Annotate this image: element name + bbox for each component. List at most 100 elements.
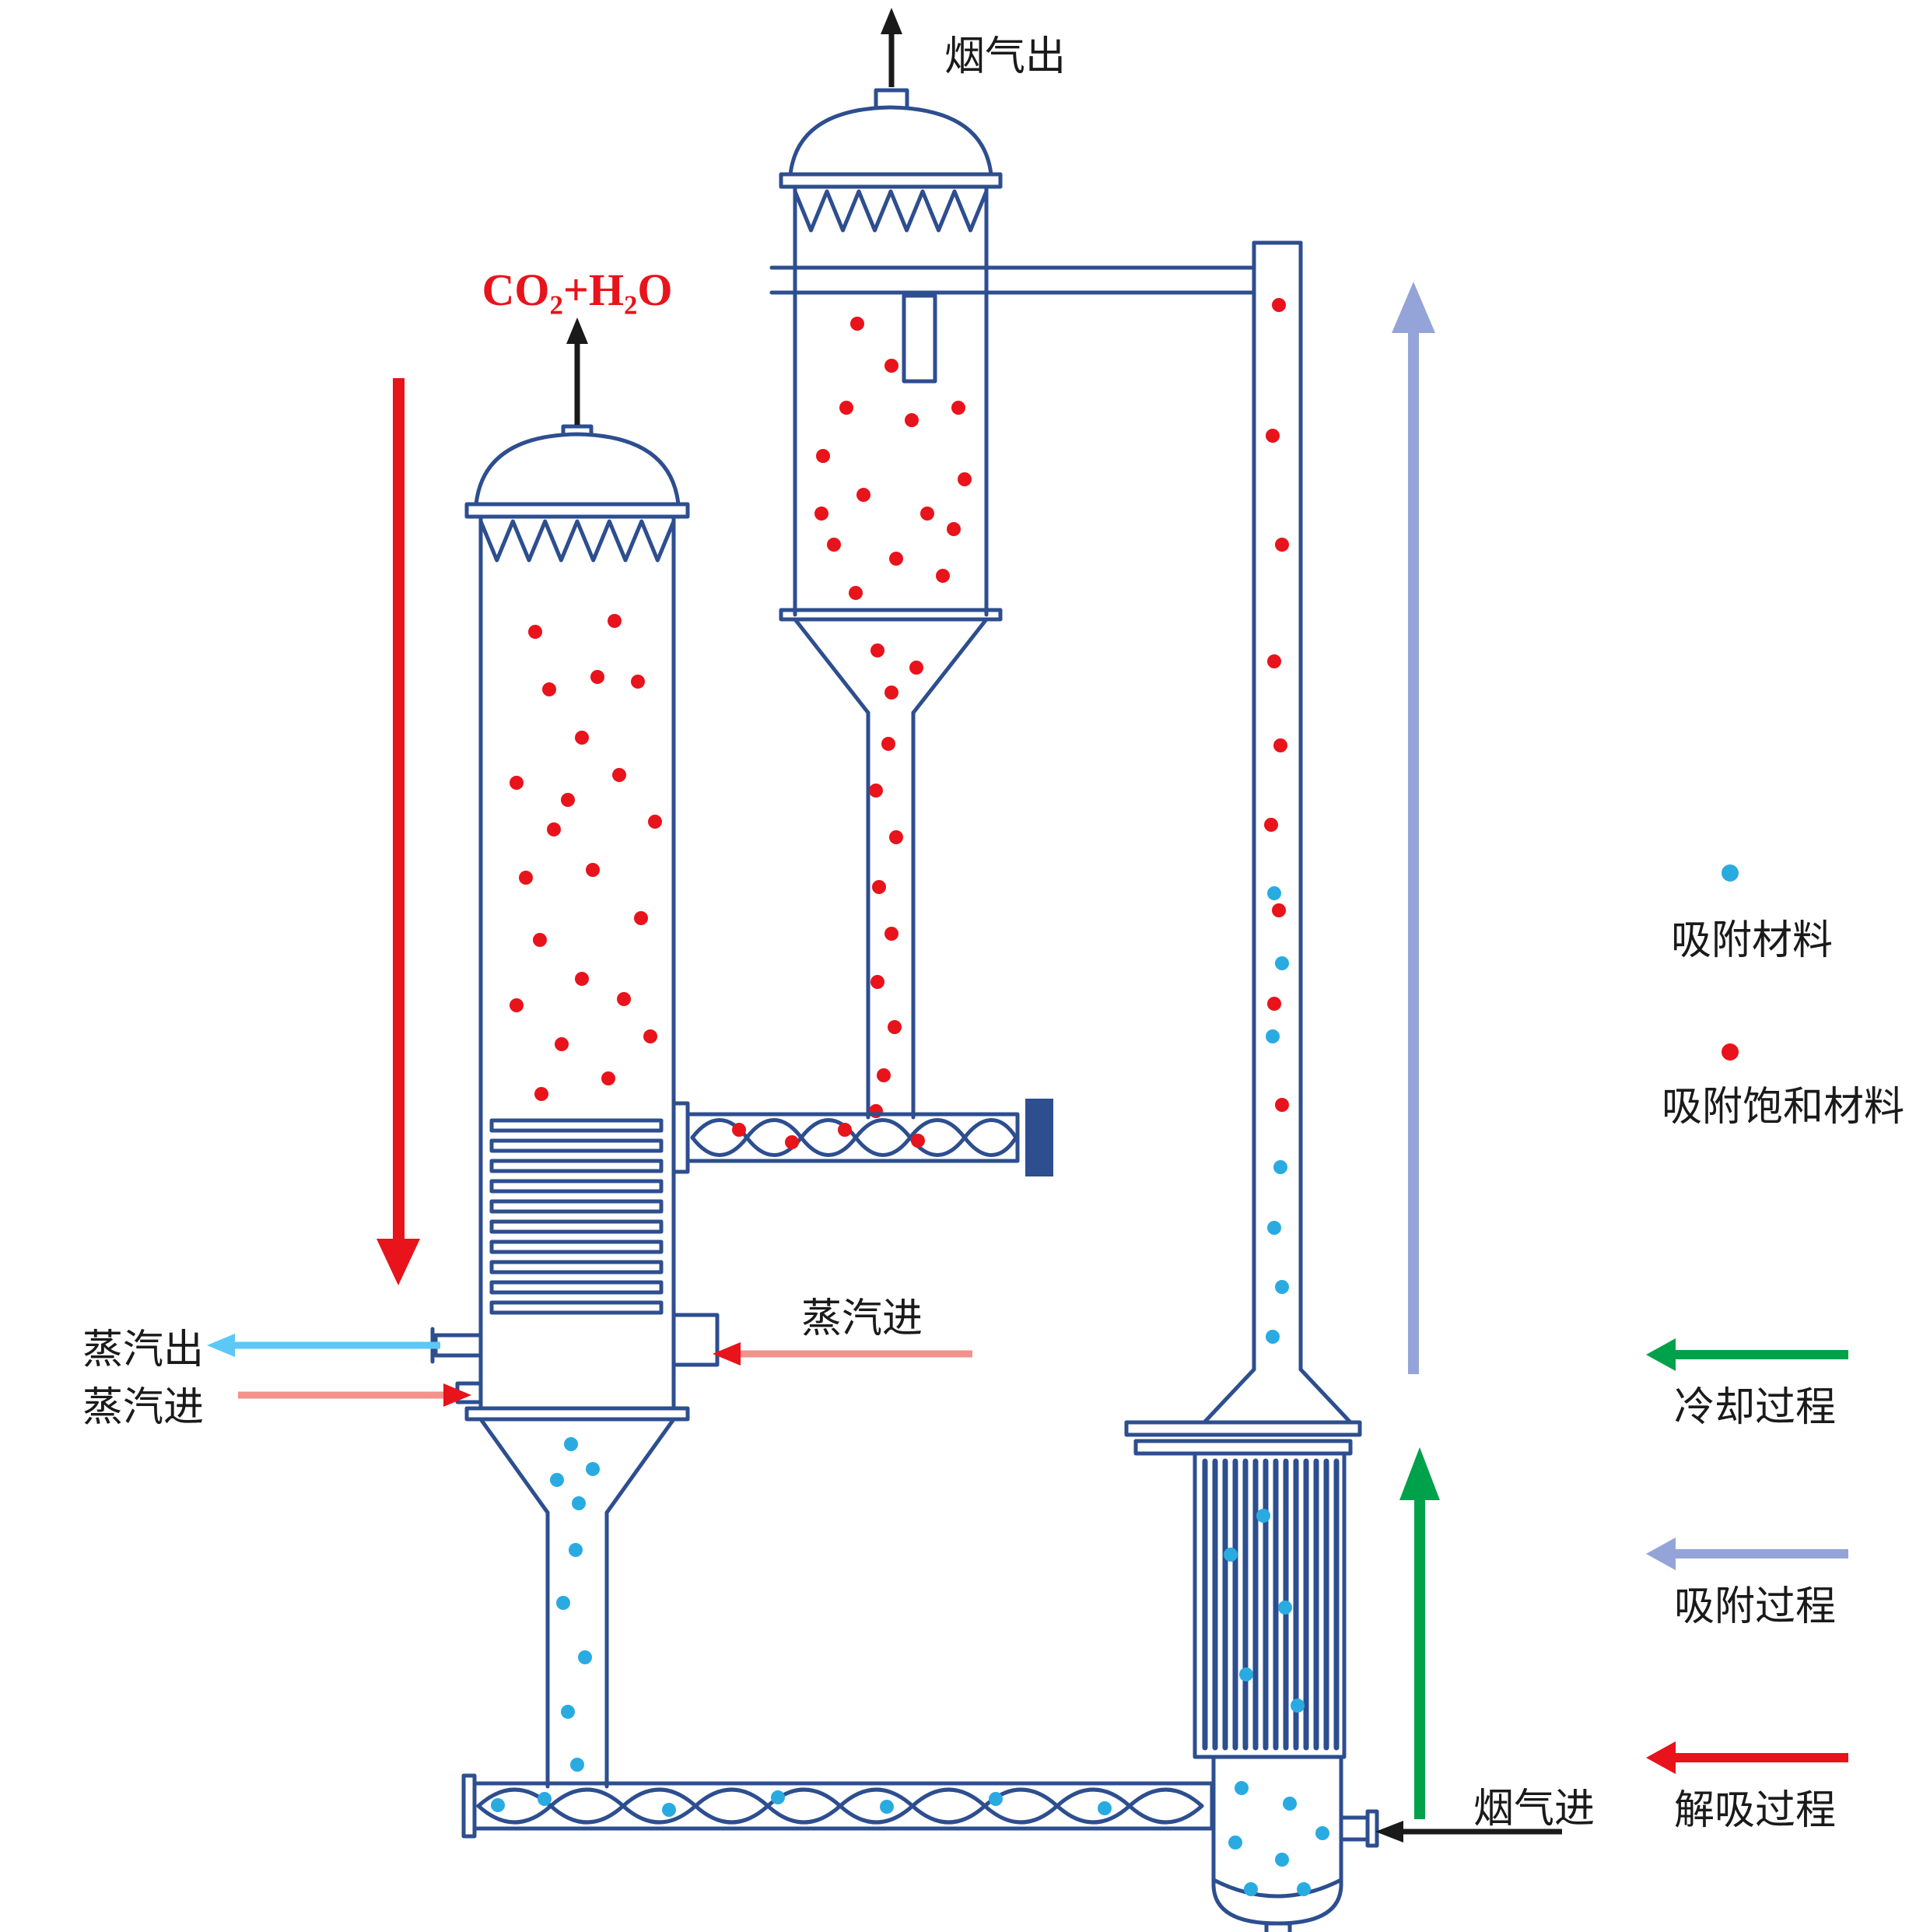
material-dot bbox=[1722, 864, 1739, 882]
material-dot bbox=[612, 768, 626, 782]
feed-vessel-seam bbox=[1211, 1878, 1343, 1899]
material-dot bbox=[643, 1029, 657, 1043]
material-dot bbox=[1228, 1836, 1242, 1850]
material-dot bbox=[838, 1123, 852, 1137]
material-dot bbox=[872, 880, 886, 894]
desorber-heater-plates bbox=[489, 1118, 664, 1315]
material-dot bbox=[869, 784, 883, 798]
material-dot bbox=[542, 682, 556, 696]
legend-label-adsorption: 吸附过程 bbox=[1674, 1584, 1836, 1629]
conveyor-bottom-dots bbox=[491, 1790, 1112, 1817]
riser-adsorbent-dots bbox=[1266, 886, 1289, 1344]
material-dot bbox=[785, 1135, 799, 1149]
separator-column bbox=[779, 88, 1003, 1120]
steam-out-arrow bbox=[207, 1334, 440, 1357]
material-dot bbox=[732, 1123, 746, 1137]
label-flue-gas-in: 烟气进 bbox=[1473, 1786, 1595, 1832]
conveyor-top-screw-b bbox=[690, 1118, 1018, 1157]
desorber-distributor-zigzag bbox=[478, 519, 676, 563]
material-dot bbox=[889, 830, 903, 844]
material-dot bbox=[880, 1800, 894, 1814]
material-dot bbox=[816, 449, 830, 463]
material-dot bbox=[510, 776, 524, 790]
material-dot bbox=[601, 1071, 615, 1085]
separator-cone bbox=[793, 617, 989, 715]
desorption-direction-arrow bbox=[377, 378, 420, 1285]
material-dot bbox=[662, 1803, 676, 1817]
material-dot bbox=[569, 1543, 583, 1557]
desorber-bottom-flange bbox=[464, 1406, 690, 1422]
material-dot bbox=[631, 675, 645, 689]
material-dot bbox=[1291, 1699, 1305, 1713]
screw-conveyor-top bbox=[671, 1099, 1053, 1176]
desorber-regenerated-dots bbox=[550, 1437, 600, 1772]
feed-vessel-drain bbox=[1264, 1921, 1292, 1932]
material-dot bbox=[839, 401, 853, 415]
material-dot bbox=[533, 933, 547, 947]
separator-flange bbox=[779, 172, 1003, 189]
label-steam-out: 蒸汽出 bbox=[82, 1327, 204, 1373]
material-dot bbox=[586, 863, 600, 877]
material-dot bbox=[989, 1792, 1003, 1806]
steam-in-mid-arrow bbox=[713, 1342, 972, 1366]
conveyor-top-left-flange bbox=[671, 1101, 690, 1174]
material-dot bbox=[586, 1462, 600, 1476]
material-dot bbox=[1266, 1029, 1280, 1043]
separator-internal-tube bbox=[902, 293, 937, 384]
legend-desorption-arrow bbox=[1646, 1741, 1848, 1774]
steam-in-arrow bbox=[238, 1383, 471, 1407]
material-dot bbox=[590, 670, 604, 684]
flue-gas-inlet-flange bbox=[1365, 1809, 1379, 1848]
material-dot bbox=[1315, 1826, 1329, 1840]
material-dot bbox=[877, 1068, 891, 1082]
material-dot bbox=[1272, 903, 1286, 917]
desorber-cone bbox=[478, 1417, 676, 1515]
conveyor-bottom-screw-b bbox=[476, 1787, 1204, 1825]
material-dot bbox=[856, 488, 870, 502]
conveyor-top-dots bbox=[732, 1123, 925, 1149]
cooler-adsorbent-dots bbox=[1224, 1509, 1305, 1713]
legend-adsorption-arrow bbox=[1646, 1538, 1848, 1570]
material-dot bbox=[888, 1020, 902, 1034]
material-dot bbox=[491, 1798, 505, 1812]
steam-in-mid-nozzle bbox=[671, 1313, 720, 1367]
material-dot bbox=[617, 992, 631, 1006]
material-dot bbox=[884, 359, 898, 373]
steam-out-nozzle bbox=[433, 1333, 483, 1358]
vessel-adsorbent-dots bbox=[1228, 1781, 1329, 1896]
material-dot bbox=[1297, 1882, 1311, 1896]
material-dot bbox=[1273, 1160, 1287, 1174]
cooler-tubes bbox=[1202, 1458, 1340, 1751]
material-dot bbox=[1267, 886, 1281, 900]
material-dot bbox=[951, 401, 965, 415]
conveyor-top-drive bbox=[1025, 1099, 1053, 1176]
separator-distributor-zigzag bbox=[793, 189, 989, 233]
material-dot bbox=[870, 643, 884, 657]
material-dot bbox=[534, 1087, 548, 1101]
conveyor-top-casing bbox=[685, 1112, 1020, 1163]
adsorption-direction-arrow bbox=[1392, 282, 1435, 1374]
material-dot bbox=[1722, 1043, 1739, 1061]
label-steam-in-mid: 蒸汽进 bbox=[801, 1296, 923, 1341]
material-dot bbox=[1275, 1853, 1289, 1867]
material-dot bbox=[570, 1758, 584, 1772]
material-dot bbox=[905, 413, 919, 427]
material-dot bbox=[575, 972, 589, 986]
material-dot bbox=[909, 661, 923, 675]
cooler-tube-bundle bbox=[1124, 1420, 1362, 1759]
desorber-flange bbox=[464, 502, 690, 519]
material-dot bbox=[575, 731, 589, 745]
material-dot bbox=[561, 793, 575, 807]
material-dot bbox=[1278, 1601, 1292, 1615]
conveyor-bottom-casing bbox=[472, 1781, 1214, 1831]
material-dot bbox=[1283, 1797, 1297, 1811]
material-dot bbox=[1256, 1509, 1270, 1523]
saturated-material-dots bbox=[814, 317, 972, 1118]
material-dot bbox=[884, 927, 898, 941]
riser-pipe bbox=[1202, 240, 1353, 1425]
material-dot bbox=[1235, 1781, 1249, 1795]
material-dot bbox=[958, 472, 972, 486]
material-dot bbox=[1272, 298, 1286, 312]
material-dot bbox=[547, 822, 561, 836]
